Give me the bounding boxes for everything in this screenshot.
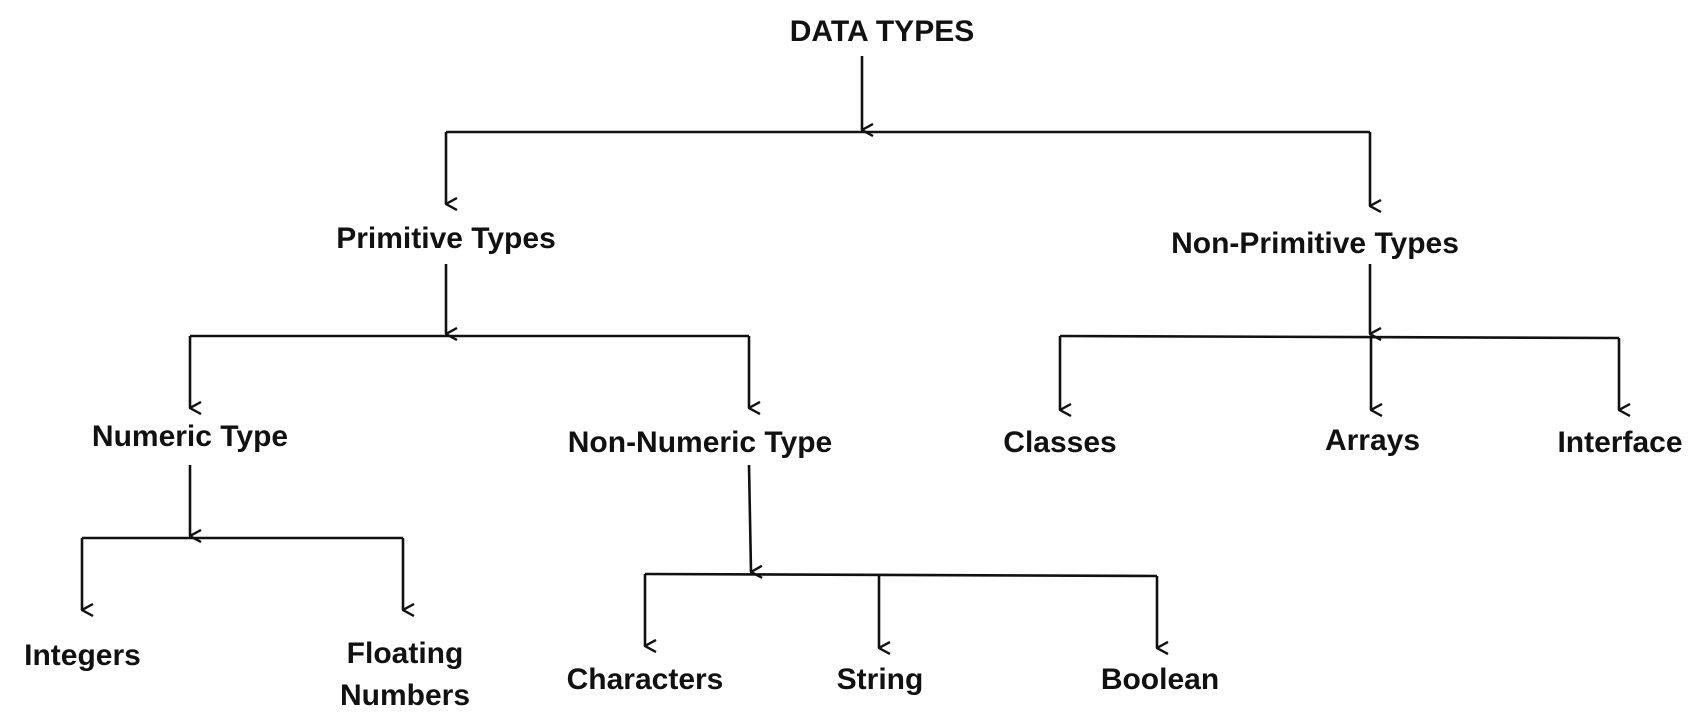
node-boolean: Boolean [1100,663,1220,696]
node-non-numeric-type: Non-Numeric Type [567,426,833,459]
node-string: String [836,663,924,696]
node-interface: Interface [1557,426,1683,459]
node-data-types: DATA TYPES [789,15,975,48]
node-integers: Integers [24,639,141,672]
node-primitive-types: Primitive Types [336,222,556,255]
non-primitive-branch-bar [1059,334,1620,340]
non-numeric-branch-bar [644,572,1158,578]
node-floating-numbers: Floating Numbers [339,637,471,712]
non-numeric-stem-arrow [747,464,751,572]
node-non-primitive-types: Non-Primitive Types [1171,227,1459,260]
node-numeric-type: Numeric Type [91,420,289,453]
node-classes: Classes [1003,426,1117,459]
node-characters: Characters [566,663,724,696]
node-arrays: Arrays [1324,424,1421,457]
